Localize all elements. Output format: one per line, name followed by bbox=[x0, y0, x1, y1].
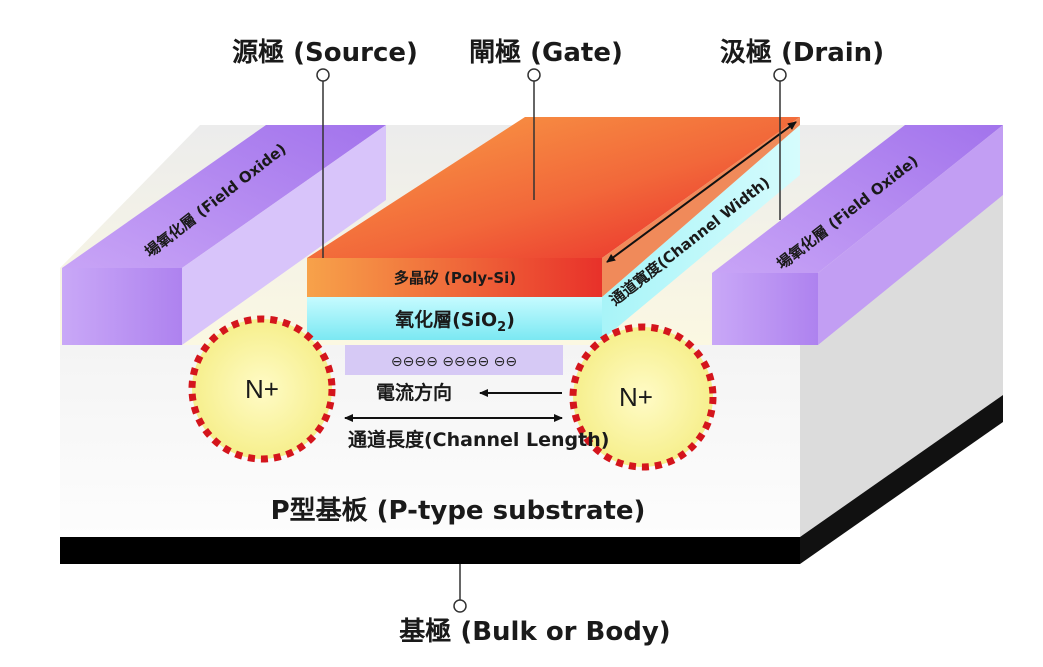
n-plus-source-label: N+ bbox=[245, 374, 279, 404]
substrate-label: P型基板 (P-type substrate) bbox=[271, 496, 646, 526]
poly-si-label: 多晶矽 (Poly-Si) bbox=[394, 269, 516, 287]
channel-length-label: 通道長度(Channel Length) bbox=[348, 428, 609, 451]
source-label: 源極 (Source) bbox=[232, 38, 418, 68]
n-plus-drain-region bbox=[569, 323, 717, 471]
field-oxide-right-side bbox=[818, 125, 1003, 345]
bulk-label: 基極 (Bulk or Body) bbox=[399, 617, 670, 647]
electron-channel bbox=[345, 345, 563, 375]
bulk-terminal bbox=[453, 599, 467, 613]
channel-width-arrow bbox=[606, 121, 797, 263]
n-plus-drain-label: N+ bbox=[619, 382, 653, 412]
oxide-front bbox=[307, 297, 602, 340]
drain-terminal bbox=[773, 68, 787, 82]
poly-si-front bbox=[307, 258, 602, 297]
oxide-label: 氧化層(SiO2) bbox=[395, 308, 515, 335]
bulk-base-front bbox=[60, 537, 800, 564]
current-direction-label: 電流方向 bbox=[376, 381, 452, 404]
n-plus-source-region bbox=[188, 315, 336, 463]
field-oxide-right-front bbox=[712, 273, 818, 345]
electrons: ⊖⊖⊖⊖ ⊖⊖⊖⊖ ⊖⊖ bbox=[391, 354, 517, 370]
bulk-base-right bbox=[800, 395, 1003, 564]
field-oxide-left-side bbox=[182, 125, 386, 345]
source-terminal bbox=[316, 68, 330, 82]
substrate-right-face bbox=[800, 195, 1003, 537]
gate-label: 閘極 (Gate) bbox=[469, 38, 623, 68]
drain-label: 汲極 (Drain) bbox=[720, 38, 884, 68]
gate-terminal bbox=[527, 68, 541, 82]
field-oxide-left-top bbox=[62, 125, 386, 268]
field-oxide-left-front bbox=[62, 268, 182, 345]
